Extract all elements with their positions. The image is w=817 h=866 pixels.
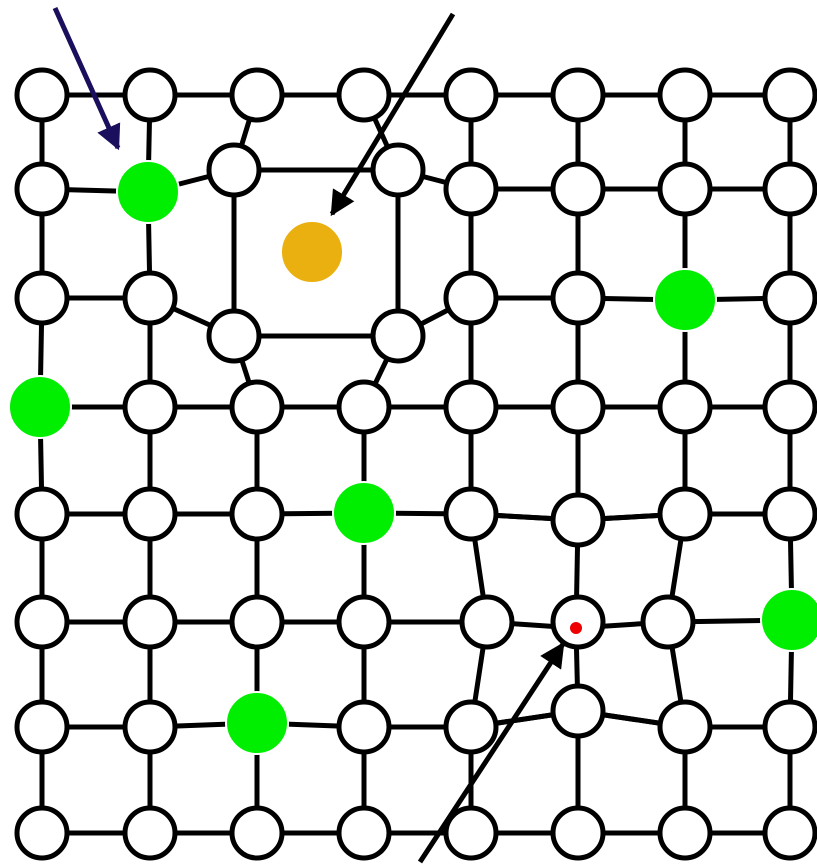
white-atom <box>643 597 693 647</box>
green-atom <box>9 376 71 438</box>
white-atom <box>339 70 389 120</box>
white-atom <box>553 686 603 736</box>
white-atom <box>553 495 603 545</box>
white-atom <box>446 489 496 539</box>
green-atom <box>333 482 395 544</box>
white-atom <box>765 70 815 120</box>
green-atom <box>654 269 716 331</box>
white-atom <box>17 702 67 752</box>
white-atom <box>232 70 282 120</box>
white-atom <box>17 70 67 120</box>
white-atom <box>232 597 282 647</box>
white-atom <box>446 164 496 214</box>
white-atom <box>339 808 389 858</box>
green-atom <box>761 589 817 651</box>
white-atom <box>446 70 496 120</box>
white-atom <box>373 145 423 195</box>
white-atom <box>660 164 710 214</box>
white-atom <box>446 382 496 432</box>
white-atom <box>232 489 282 539</box>
white-atom <box>553 164 603 214</box>
white-atom <box>17 808 67 858</box>
white-atom <box>660 808 710 858</box>
white-atom <box>125 808 175 858</box>
white-atom <box>446 808 496 858</box>
white-atom <box>765 489 815 539</box>
white-atom <box>553 808 603 858</box>
white-atom <box>553 273 603 323</box>
white-atom <box>209 145 259 195</box>
white-atom <box>446 273 496 323</box>
white-atom <box>339 382 389 432</box>
white-atom <box>125 489 175 539</box>
white-atom <box>660 382 710 432</box>
white-atom <box>373 311 423 361</box>
red-site <box>569 621 583 635</box>
white-atom <box>17 164 67 214</box>
white-atom <box>232 808 282 858</box>
white-atom <box>765 164 815 214</box>
white-atom <box>125 382 175 432</box>
white-atom <box>765 273 815 323</box>
white-atom <box>125 702 175 752</box>
white-atom <box>232 382 282 432</box>
white-atom <box>553 382 603 432</box>
green-atom <box>226 692 288 754</box>
white-atom <box>660 70 710 120</box>
white-atom <box>125 70 175 120</box>
white-atom <box>446 702 496 752</box>
white-atom <box>17 489 67 539</box>
white-atom <box>339 597 389 647</box>
white-atom <box>765 702 815 752</box>
white-atom <box>660 489 710 539</box>
white-atom <box>17 597 67 647</box>
orange-atom <box>281 221 343 283</box>
white-atom <box>209 311 259 361</box>
white-atom <box>17 273 67 323</box>
green-atom <box>117 161 179 223</box>
navy-arrow <box>55 8 118 148</box>
white-atom <box>462 597 512 647</box>
white-atom <box>765 382 815 432</box>
white-atom <box>125 273 175 323</box>
white-atom <box>660 702 710 752</box>
white-atom <box>765 808 815 858</box>
white-atom <box>553 70 603 120</box>
white-atom <box>339 702 389 752</box>
atom-nodes <box>9 70 817 858</box>
white-atom <box>125 597 175 647</box>
